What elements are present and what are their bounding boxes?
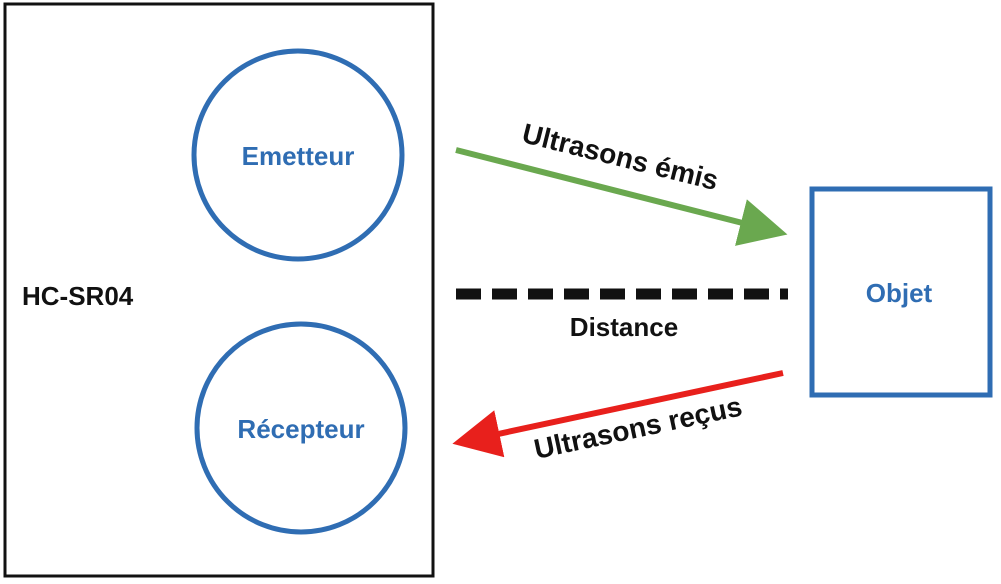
receiver-circle — [194, 321, 408, 535]
receiver-label: Récepteur — [237, 414, 364, 444]
object-box — [809, 186, 993, 398]
received-arrow — [452, 370, 784, 458]
emitter-label: Emetteur — [242, 141, 355, 171]
emitted-arrow-label: Ultrasons émis — [519, 117, 721, 196]
sensor-box — [3, 2, 435, 578]
emitter-circle — [191, 48, 405, 262]
distance-label: Distance — [570, 312, 678, 342]
emitted-arrow — [455, 147, 788, 246]
sensor-label: HC-SR04 — [22, 281, 134, 311]
object-label: Objet — [866, 278, 933, 308]
